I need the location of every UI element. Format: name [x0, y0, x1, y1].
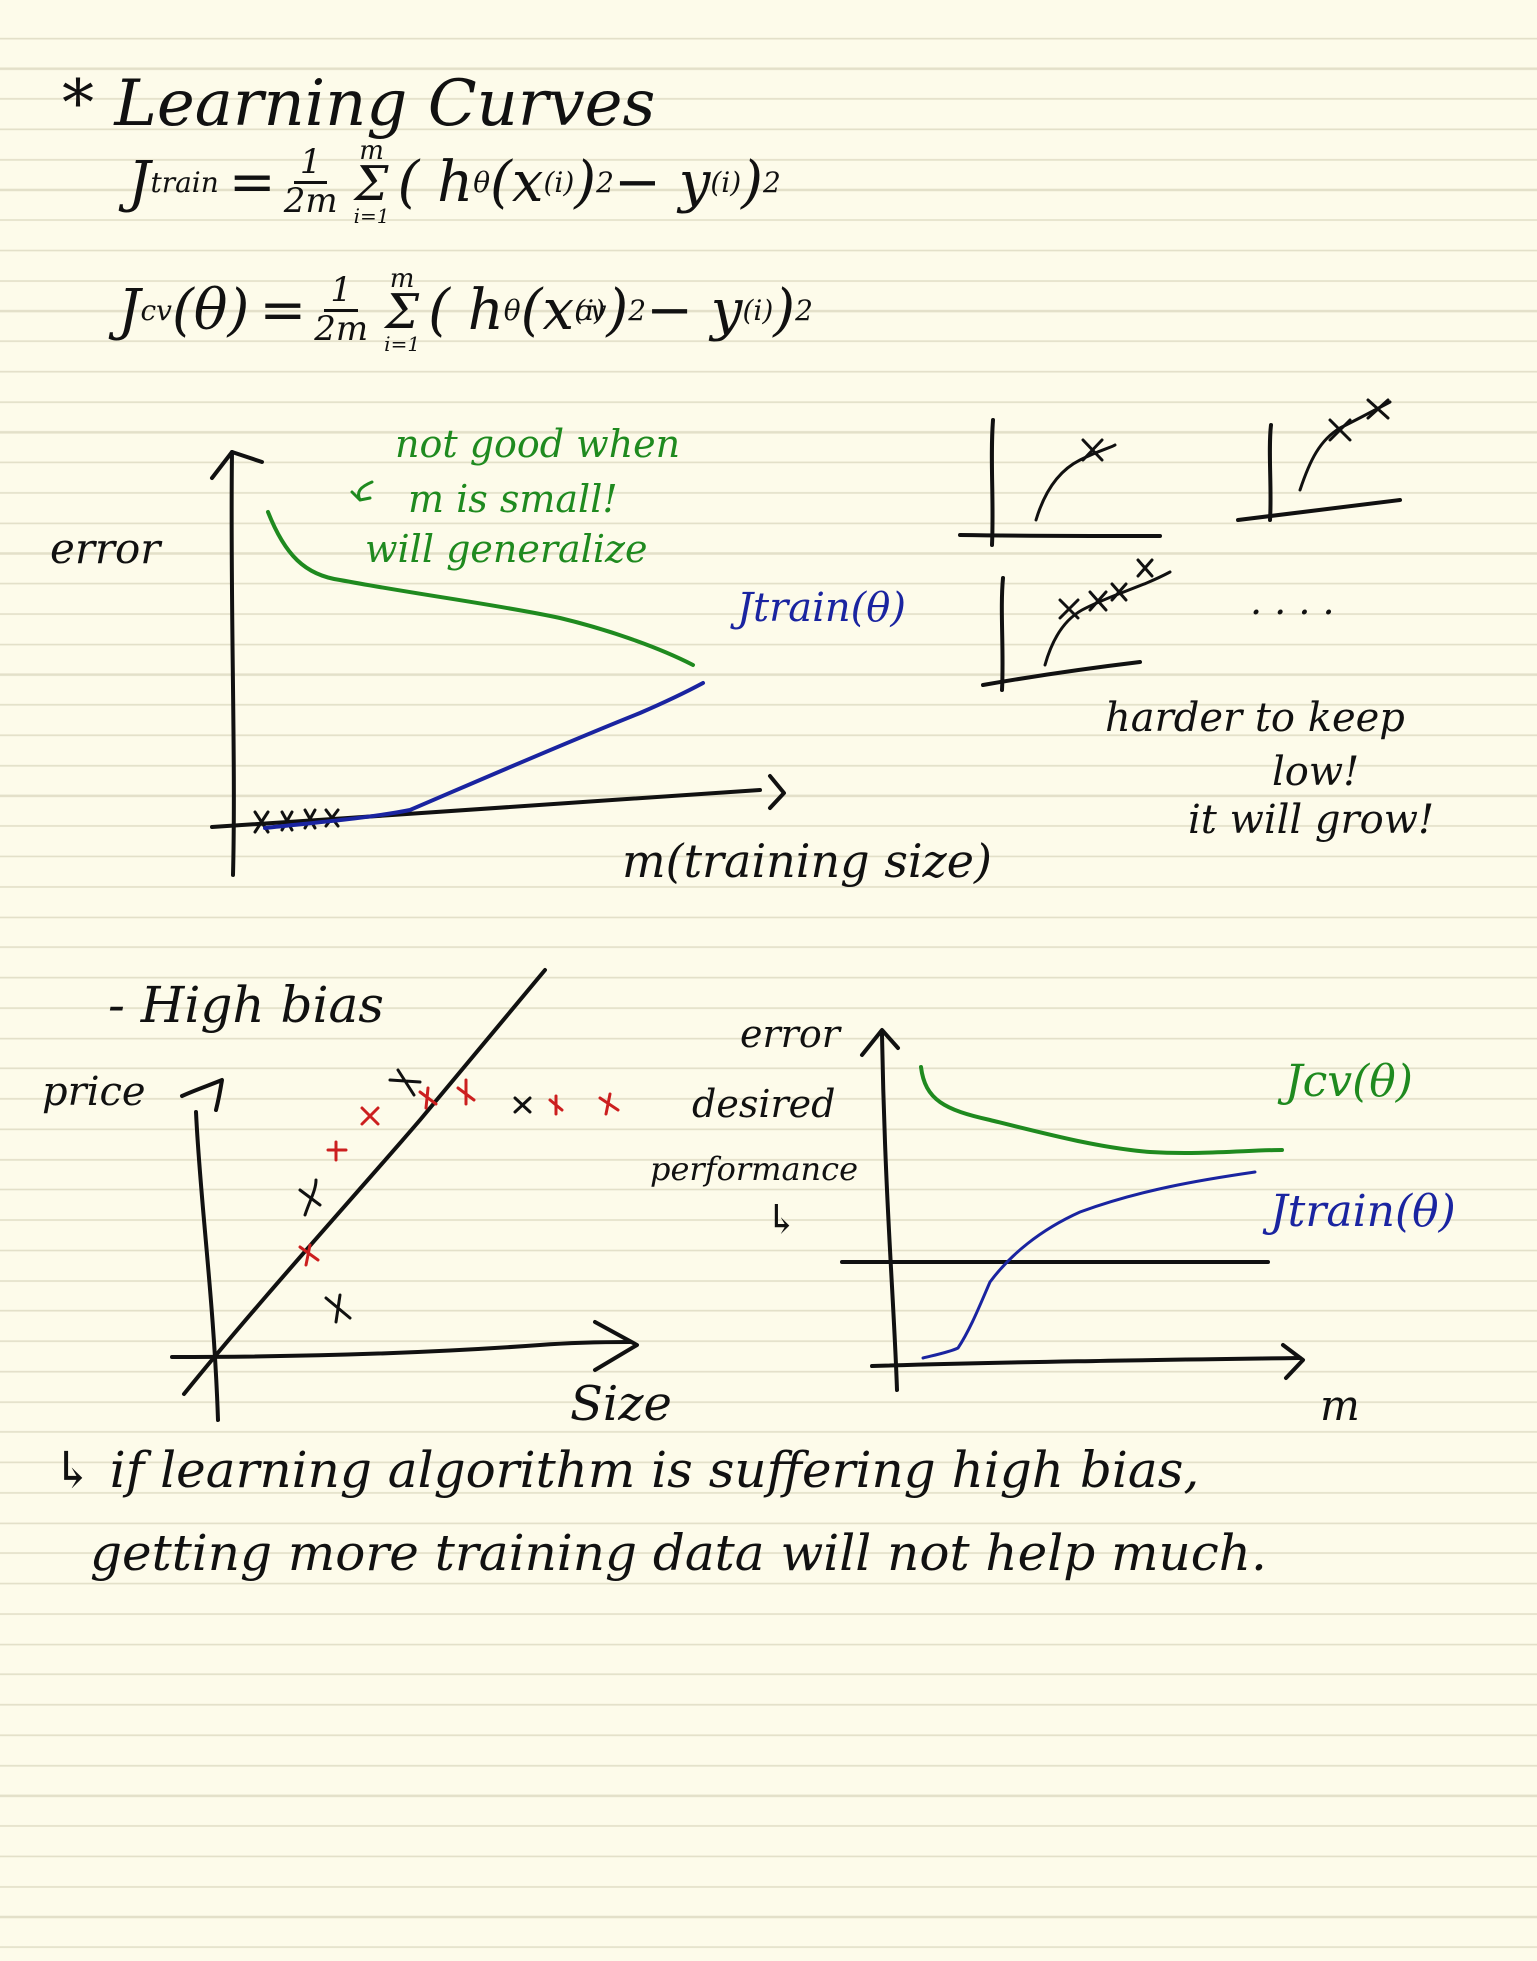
sketch-graph-1	[958, 418, 1162, 547]
formula-lhs-sub: train	[150, 165, 219, 199]
bias-curve-axes	[840, 1028, 1305, 1392]
sum-sign: Σ	[354, 156, 389, 213]
top-graph-cv-curve	[266, 510, 695, 667]
green-note-line-3: will generalize	[365, 527, 648, 571]
conclusion-line-2: getting more training data will not help…	[90, 1524, 1267, 1582]
sum-lower-limit: i=1	[353, 203, 390, 228]
conclusion-line-1: ↳ if learning algorithm is suffering hig…	[52, 1441, 1200, 1499]
bias-curve-x-label: m	[1320, 1381, 1360, 1430]
formula-close-x: )	[606, 277, 629, 343]
formula-x: (x	[490, 149, 544, 215]
sketch-ellipsis: . . . .	[1250, 579, 1335, 623]
top-graph-axes	[210, 450, 786, 877]
bias-graph-x-axis	[170, 1340, 632, 1359]
green-note-line-1: not good when	[395, 422, 681, 466]
bias-curve-y-axis	[880, 1033, 899, 1392]
fraction-numerator: 1	[324, 272, 359, 312]
desired-performance-arrow: ↳	[765, 1197, 799, 1243]
sum-upper-limit: m	[359, 136, 384, 166]
formula-lhs: J	[118, 277, 141, 343]
sum-sign: Σ	[385, 284, 420, 341]
formula-x: (x	[520, 277, 575, 343]
formula-fraction: 1 2m	[314, 272, 369, 349]
bias-curve-train-curve	[921, 1170, 1257, 1360]
bias-graph-fit-line	[182, 968, 547, 1396]
formula-fraction: 1 2m	[283, 144, 338, 221]
formula-paren-h: ( h	[428, 277, 504, 343]
formula-x-sub: cv	[574, 293, 607, 327]
bias-curve-x-axis	[870, 1356, 1302, 1368]
bias-curve-train-label: Jtrain(θ)	[1270, 1186, 1456, 1237]
formula-square-2: 2	[795, 293, 813, 327]
page-title: * Learning Curves	[62, 67, 656, 141]
fraction-denominator: 2m	[314, 308, 369, 349]
bias-graph-red-marks	[298, 1078, 620, 1267]
top-graph-train-curve	[263, 681, 705, 830]
fraction-numerator: 1	[293, 144, 328, 184]
formula-close: )	[773, 277, 796, 343]
formula-equals: =	[259, 277, 307, 343]
right-note-line-1: harder to keep	[1105, 695, 1405, 741]
bias-graph-axes	[170, 968, 639, 1422]
right-note-line-2: low!	[1272, 749, 1360, 795]
bias-graph-x-label: Size	[570, 1376, 672, 1432]
formula-close: )	[741, 149, 764, 215]
desired-performance-line-1: desired	[692, 1082, 836, 1126]
formula-y-sup: (i)	[742, 293, 774, 327]
sum-lower-limit: i=1	[384, 331, 421, 356]
bias-graph-y-label: price	[42, 1069, 146, 1115]
formula-lhs: J	[128, 149, 151, 215]
formula-square-1: 2	[596, 165, 614, 199]
bias-graph-x-marks	[298, 1068, 532, 1324]
formula-lhs-arg: (θ)	[171, 277, 250, 343]
top-graph-y-axis	[229, 450, 236, 877]
bias-graph-x-arrowhead	[593, 1320, 639, 1372]
fraction-denominator: 2m	[283, 180, 338, 221]
sketch-graph-3	[981, 558, 1172, 692]
formula-theta-sub: θ	[503, 293, 521, 327]
desired-performance-line-2: performance	[650, 1150, 859, 1188]
top-graph-y-label: error	[50, 524, 161, 573]
green-note-arrow	[350, 480, 374, 502]
formula-y-sup: (i)	[710, 165, 742, 199]
formula-square-2: 2	[763, 165, 781, 199]
bias-curve-y-label: error	[740, 1012, 840, 1056]
formula-minus-y: − y	[613, 149, 711, 215]
top-graph-x-label: m(training size)	[622, 834, 992, 888]
formula-x-sup: (i)	[574, 293, 605, 327]
formula-lhs-sub: cv	[140, 293, 172, 327]
bias-curve-y-arrowhead	[860, 1028, 900, 1057]
right-note-line-3: it will grow!	[1188, 797, 1435, 843]
sketch-graph-2	[1236, 398, 1402, 522]
bias-curve-cv-label: Jcv(θ)	[1285, 1056, 1413, 1107]
formula-sum: m Σ i=1	[353, 136, 390, 228]
bias-curve-cv-curve	[919, 1065, 1284, 1155]
formula-square-1: 2	[628, 293, 647, 327]
formula-minus-y: − y	[646, 277, 743, 343]
top-graph-y-arrowhead	[210, 450, 264, 480]
sum-upper-limit: m	[389, 264, 415, 294]
bias-heading: - High bias	[108, 976, 384, 1034]
top-graph-train-label: Jtrain(θ)	[737, 585, 906, 631]
formula-paren-h: ( h	[397, 149, 474, 215]
bias-curve-x-arrowhead	[1281, 1343, 1305, 1380]
top-graph-x-arrowhead	[768, 774, 786, 810]
bias-graph-y-arrowhead	[180, 1078, 224, 1112]
top-graph-x-axis	[210, 788, 762, 829]
green-note-line-2: m is small!	[408, 477, 618, 521]
bias-graph-y-axis	[194, 1110, 220, 1422]
formula-equals: =	[228, 149, 276, 215]
formula-sum: m Σ i=1	[384, 264, 421, 356]
formula-theta-sub: θ	[473, 165, 491, 199]
top-graph-x-marks	[253, 808, 340, 834]
formula-x-sup: (i)	[543, 165, 575, 199]
formula-close-x: )	[574, 149, 597, 215]
